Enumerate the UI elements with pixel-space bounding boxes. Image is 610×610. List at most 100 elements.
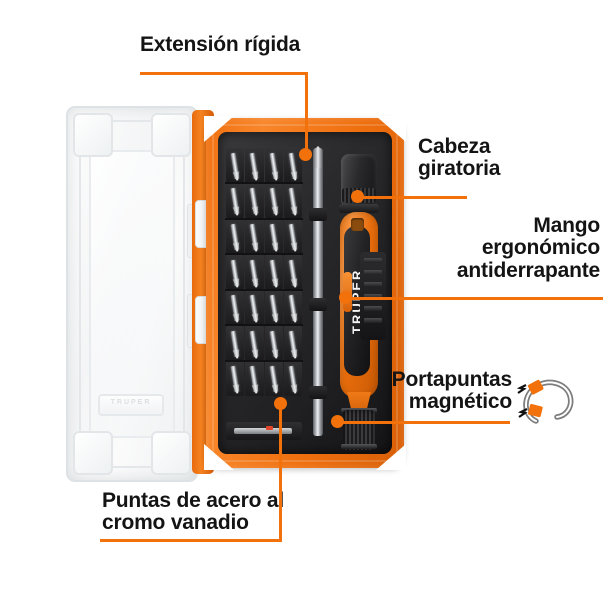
screwdriver-bit bbox=[230, 259, 240, 286]
screwdriver-bit bbox=[269, 294, 279, 321]
screwdriver-bit bbox=[269, 330, 279, 357]
bit-slot bbox=[245, 148, 264, 183]
orange-case-body: TRUPER bbox=[204, 116, 406, 470]
bit-row-divider bbox=[225, 182, 303, 185]
screwdriver-bit bbox=[269, 188, 279, 215]
spare-bit-shaft bbox=[234, 428, 292, 434]
callout-label-extension: Extensión rígida bbox=[140, 33, 301, 56]
bit-slot bbox=[226, 148, 245, 183]
screwdriver-bit bbox=[288, 152, 298, 179]
bit-slot bbox=[283, 254, 302, 290]
bit-slot bbox=[283, 361, 302, 396]
screwdriver-bit bbox=[269, 223, 279, 250]
bit-slot bbox=[226, 325, 245, 361]
extension-clip-upper bbox=[309, 208, 327, 221]
bit-slot bbox=[264, 148, 283, 183]
callout-label-mango: Mango ergonómico antiderrapante bbox=[456, 214, 600, 282]
leader-line-mango-horizontal bbox=[345, 297, 603, 300]
bit-slot bbox=[264, 325, 283, 361]
screwdriver-bit bbox=[269, 366, 279, 393]
leader-dot-extension bbox=[299, 148, 312, 161]
spare-bit-marker bbox=[266, 426, 273, 430]
accessory-slot bbox=[364, 282, 382, 287]
leader-dot-mango bbox=[339, 291, 352, 304]
lid-corner-top-right bbox=[151, 113, 191, 157]
callout-label-puntas: Puntas de acero al cromo vanadio bbox=[102, 489, 284, 535]
rigid-extension-bar bbox=[309, 146, 327, 436]
callout-label-portapuntas: Portapuntas magnético bbox=[391, 368, 513, 414]
screwdriver-bit bbox=[288, 366, 298, 393]
bit-slot bbox=[245, 290, 264, 325]
lid-corner-bottom-right bbox=[151, 431, 191, 475]
screwdriver-bit bbox=[230, 223, 240, 250]
bit-slot bbox=[264, 219, 283, 254]
screwdriver-bit bbox=[249, 188, 259, 215]
bit-slot bbox=[264, 290, 283, 325]
screwdriver-bit-set-case: TRUPER bbox=[58, 96, 408, 486]
driver-chuck-ring-bottom bbox=[341, 444, 377, 449]
screwdriver-bit bbox=[249, 152, 259, 179]
lid-brand-emboss: TRUPER bbox=[98, 394, 164, 416]
driver-magnetic-chuck bbox=[343, 410, 375, 450]
screwdriver-bit bbox=[230, 294, 240, 321]
lid-inner-outline bbox=[79, 120, 185, 468]
leader-line-extension-horizontal bbox=[140, 72, 308, 75]
leader-dot-cabeza bbox=[351, 190, 364, 203]
screwdriver-bit bbox=[249, 330, 259, 357]
extension-tip bbox=[314, 146, 322, 168]
accessory-slot bbox=[364, 270, 382, 275]
leader-line-extension-vertical bbox=[305, 72, 308, 156]
bit-slot bbox=[264, 361, 283, 396]
screwdriver-bit bbox=[230, 330, 240, 357]
accessory-slot bbox=[364, 258, 382, 263]
screwdriver-bit bbox=[249, 366, 259, 393]
extension-clip-middle bbox=[309, 298, 327, 311]
leader-line-portapuntas-underline bbox=[392, 421, 510, 424]
bit-slot bbox=[283, 219, 302, 254]
leader-dot-puntas bbox=[274, 397, 287, 410]
bit-slot bbox=[226, 183, 245, 219]
black-tray-insert: TRUPER bbox=[218, 132, 392, 454]
bit-row-divider bbox=[225, 324, 303, 327]
leader-line-cabeza-horizontal bbox=[357, 196, 467, 199]
lid-corner-bottom-left bbox=[73, 431, 113, 475]
bit-slot bbox=[245, 219, 264, 254]
lid-center-panel bbox=[89, 150, 175, 438]
bit-slot bbox=[283, 290, 302, 325]
bit-slot bbox=[283, 148, 302, 183]
extension-clip-lower bbox=[309, 386, 327, 399]
magnet-icon bbox=[516, 372, 586, 428]
spare-bit-holder bbox=[226, 422, 302, 440]
screwdriver-bit bbox=[249, 223, 259, 250]
leader-dot-portapuntas bbox=[331, 415, 344, 428]
extension-shank bbox=[313, 148, 323, 436]
screwdriver-bit bbox=[230, 152, 240, 179]
screwdriver-bit bbox=[269, 259, 279, 286]
screwdriver-bit bbox=[288, 223, 298, 250]
bit-row-divider bbox=[225, 253, 303, 256]
bit-slot bbox=[283, 325, 302, 361]
driver-grip-hole bbox=[351, 218, 364, 231]
accessory-slot bbox=[364, 318, 382, 323]
bit-slot bbox=[245, 361, 264, 396]
leader-line-puntas-vertical bbox=[279, 409, 282, 541]
bit-slot bbox=[264, 254, 283, 290]
screwdriver-bit bbox=[249, 294, 259, 321]
accessory-slot bbox=[364, 306, 382, 311]
bit-slot bbox=[245, 254, 264, 290]
callout-label-cabeza-giratoria: Cabeza giratoria bbox=[418, 135, 501, 181]
screwdriver-bit bbox=[288, 259, 298, 286]
driver-head-collar bbox=[339, 204, 379, 213]
screwdriver-bit bbox=[230, 188, 240, 215]
bit-slot bbox=[226, 254, 245, 290]
bit-slot bbox=[226, 219, 245, 254]
accessory-slot bbox=[364, 294, 382, 299]
screwdriver-bit bbox=[288, 188, 298, 215]
bit-slot bbox=[245, 183, 264, 219]
screwdriver-bit bbox=[269, 152, 279, 179]
bit-grid bbox=[226, 148, 302, 396]
bit-row-divider bbox=[225, 359, 303, 362]
screwdriver-bit bbox=[288, 330, 298, 357]
bit-slot bbox=[283, 183, 302, 219]
